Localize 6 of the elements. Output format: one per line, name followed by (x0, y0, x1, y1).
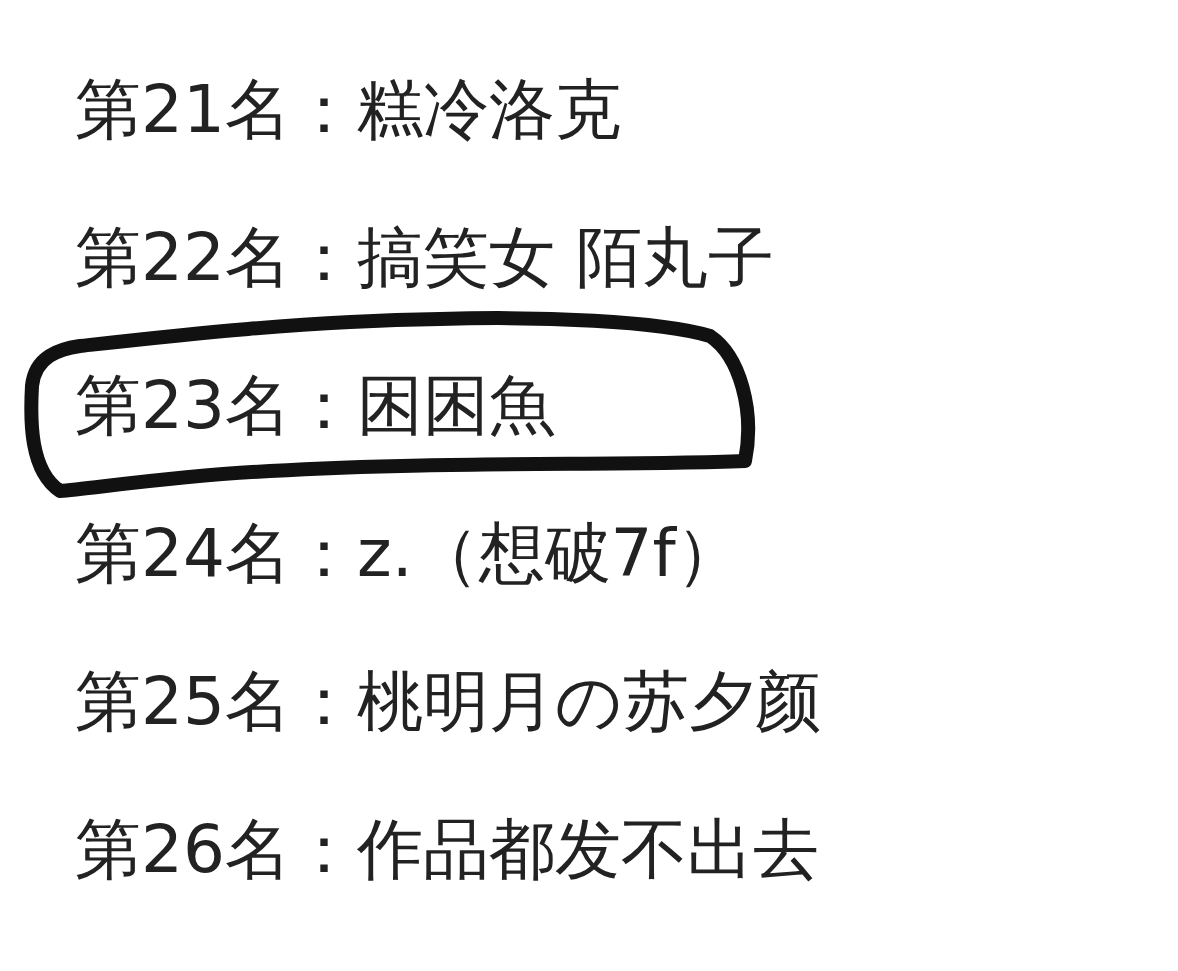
ranking-entry: 第25名：桃明月の苏夕颜 (75, 662, 821, 742)
ranking-entry: 第21名：糕冷洛克 (75, 70, 621, 150)
ranking-entry: 第22名：搞笑女 陌丸子 (75, 218, 774, 298)
ranking-entry: 第24名：z.（想破7f） (75, 514, 742, 594)
ranking-entry: 第26名：作品都发不出去 (75, 810, 819, 890)
ranking-entry: 第23名：困困魚 (75, 366, 555, 446)
